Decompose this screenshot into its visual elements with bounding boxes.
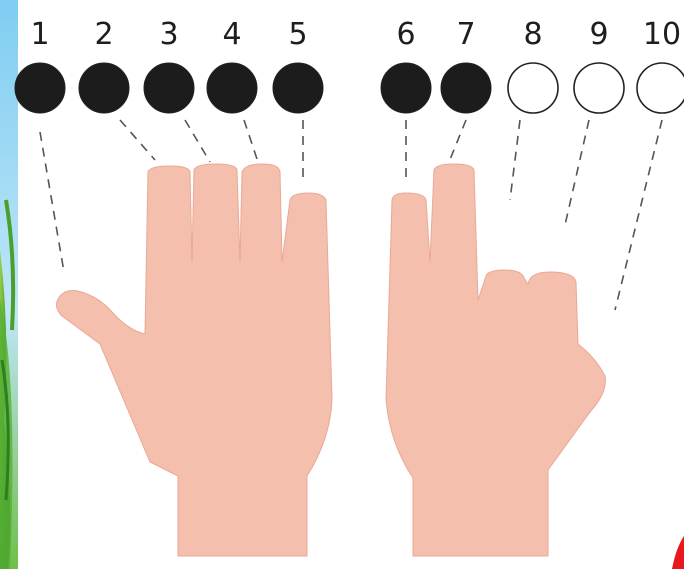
counter-circle-1-filled (15, 63, 65, 113)
counter-label-7: 7 (456, 17, 475, 52)
counter-label-2: 2 (94, 17, 113, 52)
counter-circle-8-empty (508, 63, 558, 113)
counter-label-5: 5 (288, 17, 307, 52)
counter-circle-5-filled (273, 63, 323, 113)
counter-label-9: 9 (589, 17, 608, 52)
counter-label-4: 4 (222, 17, 241, 52)
counter-label-6: 6 (396, 17, 415, 52)
counter-circle-4-filled (207, 63, 257, 113)
counter-label-10: 10 (643, 17, 681, 52)
counter-label-3: 3 (159, 17, 178, 52)
counter-circle-7-filled (441, 63, 491, 113)
counter-circle-3-filled (144, 63, 194, 113)
counter-label-1: 1 (30, 17, 49, 52)
counter-circle-2-filled (79, 63, 129, 113)
counter-circle-10-empty (637, 63, 684, 113)
counter-circle-6-filled (381, 63, 431, 113)
counter-circle-9-empty (574, 63, 624, 113)
counter-label-8: 8 (523, 17, 542, 52)
